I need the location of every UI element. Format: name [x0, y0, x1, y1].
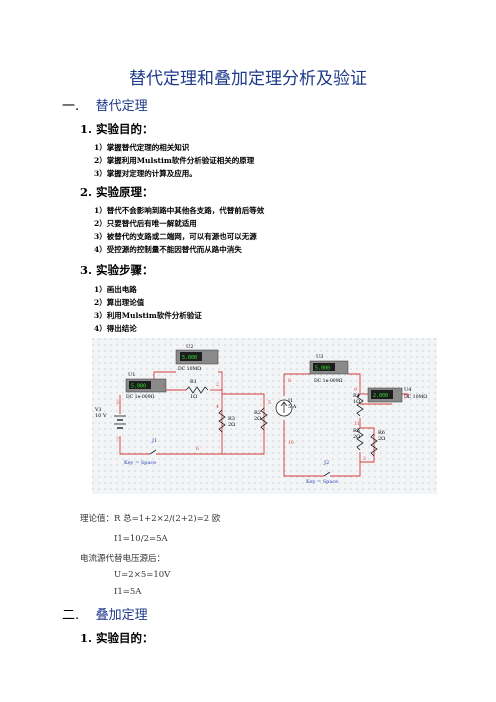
- principle-item-3: 3）被替代的支路或二端网，可以有源也可以无源: [94, 232, 257, 241]
- u1-label: U1: [128, 372, 135, 378]
- voltage-source-v1: V1 10 V: [94, 407, 126, 429]
- svg-text:1: 1: [162, 383, 165, 389]
- r6-label: R6: [378, 430, 385, 436]
- calc-line-1: 理论值：R 总=1+2×2/(2+2)=2 欧: [80, 514, 221, 524]
- j2-key: Key = Space: [306, 479, 338, 485]
- resistor-r6: R6 2Ω: [370, 430, 385, 457]
- j1-key: Key = Space: [124, 460, 156, 466]
- left-circuit: U2 5.000 DC 10MΩ U1 5.000 DC 1e-009Ω R1 …: [94, 344, 271, 466]
- principle-item-4: 4）受控源的控制量不能因替代而从路中消失: [94, 245, 242, 254]
- r4-label: R4: [353, 393, 360, 399]
- steps-item-1: 1）画出电路: [94, 285, 137, 294]
- section-2-number: 二.: [62, 608, 80, 623]
- svg-text:3: 3: [116, 400, 119, 406]
- svg-text:3: 3: [363, 456, 366, 462]
- svg-text:7: 7: [116, 437, 119, 443]
- u3-reading: 5.000: [315, 366, 330, 372]
- ammeter-u1: U1 5.000 DC 1e-009Ω: [125, 372, 167, 400]
- calc-line-5: I1=5A: [114, 587, 142, 597]
- subsection-purpose-heading: 1. 实验目的：: [80, 122, 154, 136]
- svg-text:9: 9: [354, 387, 357, 393]
- u2-reading: 5.000: [182, 355, 197, 361]
- i1-value: 5 A: [288, 404, 297, 410]
- resistor-r5: R5 2Ω: [353, 427, 364, 451]
- resistor-r1: R1 1Ω: [185, 379, 209, 400]
- r2-label: R2: [254, 410, 261, 416]
- subsection-steps-heading: 3. 实验步骤：: [80, 263, 154, 277]
- principle-item-1: 1）替代不会影响到路中其他各支路，代替前后等效: [94, 206, 265, 215]
- resistor-r2: R2 2Ω: [254, 407, 268, 431]
- section-1-number: 一.: [62, 99, 80, 114]
- resistor-r3: R3 2Ω: [218, 409, 235, 433]
- r3-value: 2Ω: [228, 422, 235, 428]
- right-node-numbers: 8 9 11 10 3: [288, 378, 366, 462]
- purpose-item-3: 3）掌握对定理的计算及应用。: [94, 169, 197, 178]
- r1-label: R1: [190, 379, 197, 385]
- u4-reading: 2.000: [373, 393, 388, 399]
- current-source-i1: I1 5 A: [275, 398, 297, 417]
- u3-mode: DC 1e-009Ω: [314, 378, 343, 384]
- principle-item-2: 2）只要替代后有唯一解就适用: [94, 219, 197, 228]
- steps-item-4: 4）得出结论: [94, 324, 137, 333]
- circuit-schematic: U2 5.000 DC 10MΩ U1 5.000 DC 1e-009Ω R1 …: [92, 338, 437, 494]
- u1-mode: DC 1e-009Ω: [126, 394, 155, 400]
- document-title: 替代定理和叠加定理分析及验证: [129, 69, 367, 89]
- svg-text:4: 4: [216, 404, 219, 410]
- voltmeter-u4: 2.000 U4 DC 10MΩ: [367, 387, 427, 403]
- steps-item-3: 3）利用Mulstim软件分析验证: [94, 311, 202, 320]
- voltmeter-u2: U2 5.000 DC 10MΩ: [175, 344, 219, 372]
- u4-mode: DC 10MΩ: [404, 394, 427, 400]
- purpose-item-2: 2）掌握利用Mulstim软件分析验证相关的原理: [94, 156, 255, 165]
- svg-text:5: 5: [268, 400, 271, 406]
- switch-j2: J2 Key = Space: [306, 460, 338, 485]
- section-2-purpose-heading: 1. 实验目的：: [80, 631, 154, 645]
- u2-mode: DC 10MΩ: [178, 366, 201, 372]
- r5-label: R5: [353, 428, 360, 434]
- u2-label: U2: [186, 344, 193, 350]
- v1-value: 10 V: [95, 413, 107, 419]
- left-node-numbers: 3 1 2 4 7 5 6: [116, 382, 271, 452]
- r2-value: 2Ω: [254, 416, 261, 422]
- schematic-grid: [92, 338, 437, 494]
- svg-text:6: 6: [196, 446, 199, 452]
- calc-line-2: I1=10/2=5A: [114, 534, 168, 544]
- u4-label: U4: [404, 387, 411, 393]
- right-circuit: U3 5.000 DC 1e-009Ω 2.000 U4 DC 10MΩ I1 …: [275, 354, 427, 485]
- r5-value: 2Ω: [353, 434, 360, 440]
- u3-label: U3: [316, 354, 323, 360]
- section-2-title: 叠加定理: [95, 608, 148, 623]
- r4-value: 1Ω: [353, 399, 360, 405]
- r6-value: 2Ω: [378, 436, 385, 442]
- svg-text:2: 2: [216, 382, 219, 388]
- resistor-r4: R4 1Ω: [353, 393, 364, 417]
- j1-label: J1: [151, 438, 157, 444]
- section-2-heading: 二. 叠加定理: [62, 604, 148, 623]
- section-1-heading: 一. 替代定理: [62, 95, 148, 114]
- ammeter-u3: U3 5.000 DC 1e-009Ω: [309, 354, 349, 384]
- svg-text:11: 11: [354, 421, 360, 427]
- switch-j1: J1 Key = Space: [124, 438, 157, 466]
- calc-line-4: U=2×5=10V: [114, 570, 171, 580]
- u1-reading: 5.000: [131, 384, 146, 390]
- v1-label: V1: [94, 407, 102, 413]
- r3-label: R3: [228, 416, 235, 422]
- j2-label: J2: [323, 460, 329, 466]
- i1-label: I1: [288, 398, 293, 404]
- subsection-principle-heading: 2. 实验原理：: [80, 185, 154, 199]
- calc-line-3: 电流源代替电压源后：: [80, 554, 166, 564]
- r1-value: 1Ω: [190, 394, 197, 400]
- steps-item-2: 2）算出理论值: [94, 298, 145, 307]
- svg-text:8: 8: [288, 378, 291, 384]
- right-circuit-wires: [283, 373, 409, 477]
- svg-text:10: 10: [288, 440, 294, 446]
- purpose-item-1: 1）掌握替代定理的相关知识: [94, 143, 190, 152]
- section-1-title: 替代定理: [95, 99, 148, 114]
